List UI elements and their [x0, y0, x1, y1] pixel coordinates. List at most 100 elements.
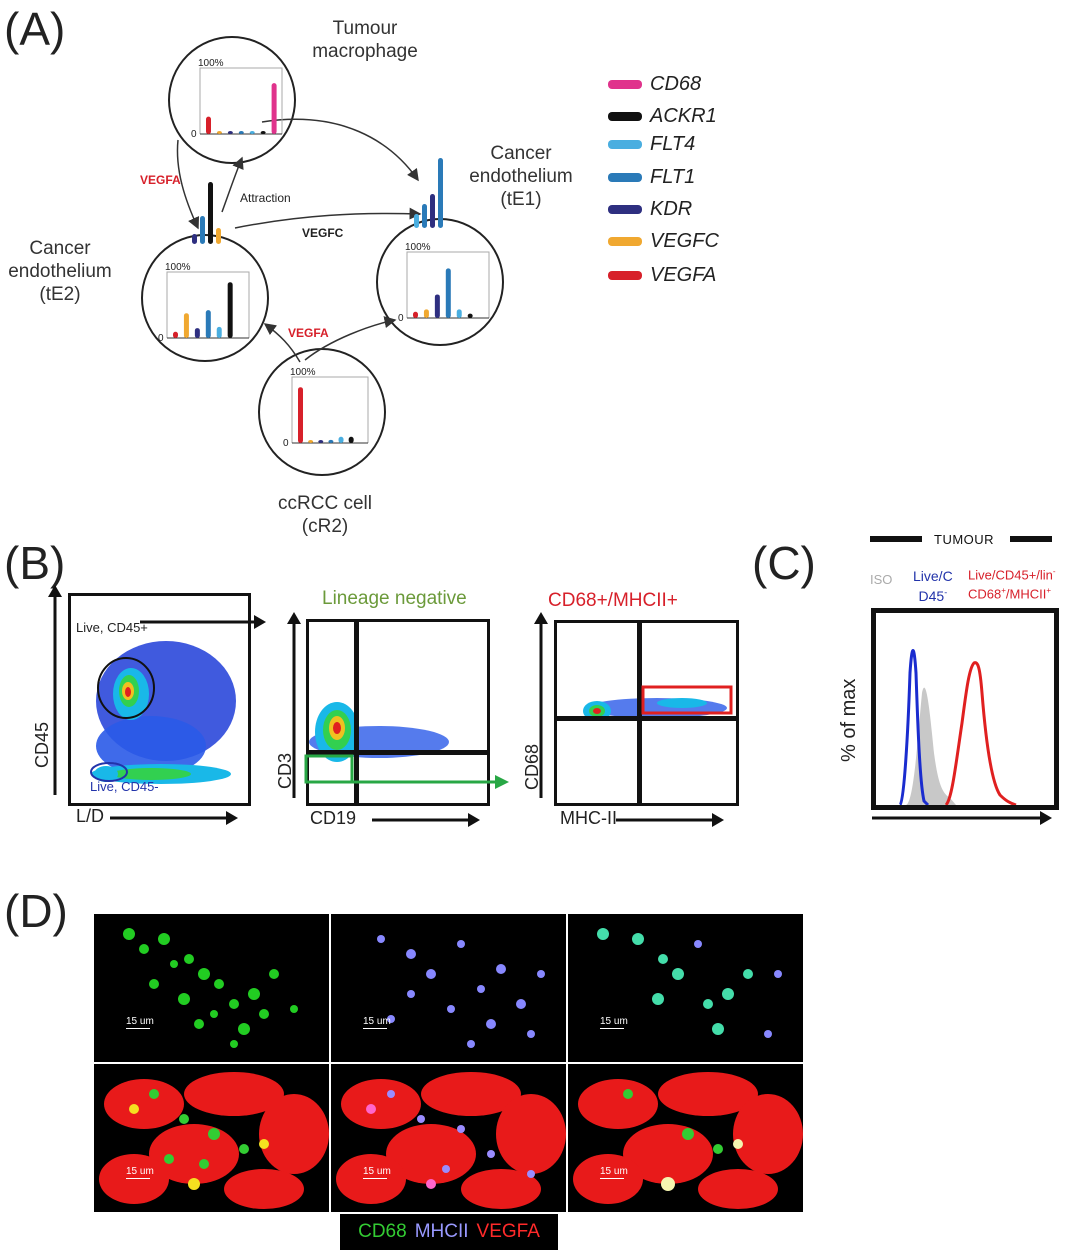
green-gate-arrow [304, 754, 509, 789]
scale-label: 15 um [600, 1166, 628, 1177]
mini-bar-ackr1 [227, 282, 233, 338]
mini-bar-flt4 [338, 436, 344, 443]
x-axis-arrow-mhcii [616, 813, 724, 827]
mini-bar-vegfa [206, 116, 211, 134]
scale-label: 15 um [126, 1016, 154, 1027]
mini-bar-flt4 [249, 131, 255, 134]
mini-bar-kdr [434, 294, 440, 318]
legend-swatch [608, 79, 642, 89]
micrograph-cd68-vegfa: 15 um [94, 1064, 329, 1212]
mini-bar-vegfc [183, 313, 189, 338]
header-bar-right [1010, 536, 1052, 542]
flow-plot-cd3 [306, 619, 490, 806]
micrograph-cd68: 15 um [94, 914, 329, 1062]
crcc-label: ccRCC cell (cR2) [278, 493, 372, 537]
mini-bar-flt1 [205, 310, 211, 338]
macrophage-label: Tumour macrophage [312, 18, 418, 62]
legend-item-vegfc: VEGFC [608, 229, 719, 253]
channel-mhcii: MHCII [414, 1221, 469, 1242]
mini-chart-0-label: 0 [283, 438, 289, 449]
ylabel-cd68: CD68 [522, 743, 542, 790]
histogram-frame [871, 608, 1059, 810]
receptor-bar-flt1 [438, 158, 443, 228]
legend-swatch [608, 204, 642, 214]
micrograph-mhcii: 15 um [331, 914, 566, 1062]
mini-bar-flt4 [456, 309, 462, 318]
micrograph-merge-top: 15 um [568, 914, 803, 1062]
gate-live-cd45-neg [90, 762, 128, 782]
header-bar-left [870, 536, 922, 542]
micrograph-merge-top-cells [597, 928, 782, 1038]
flow-plot-cd68-density [557, 623, 736, 803]
red-population-label: Live/CD45+/lin- CD68+/MHCII+ [968, 567, 1056, 602]
flow-plot-cd45-density [90, 641, 236, 784]
vegfa-arrow-label-bottom: VEGFA [288, 326, 329, 340]
mini-chart-0-label: 0 [398, 313, 404, 324]
micrograph-cd68-vegfa-cells [99, 1072, 329, 1209]
x-axis-arrow-ld [110, 811, 238, 825]
y-axis-arrow-cd3 [287, 612, 301, 798]
panel-a-letter: (A) [4, 3, 66, 55]
legend-swatch [608, 236, 642, 246]
x-axis-arrow-cd19 [372, 813, 480, 827]
te2-label: Cancer endothelium (tE2) [8, 238, 112, 305]
mini-bar-cd68 [271, 83, 277, 134]
attraction-arrow-label: Attraction [240, 191, 291, 205]
legend-item-ackr1: ACKR1 [608, 104, 717, 128]
iso-label: ISO [870, 572, 893, 587]
mini-bar-vegfc [308, 440, 314, 443]
legend-item-cd68: CD68 [608, 72, 701, 96]
ylabel-cd3: CD3 [275, 752, 295, 789]
receptor-bar-flt4 [414, 214, 419, 228]
panel-a-network: 100%0 100%0 100%0 100%0 [141, 36, 504, 476]
channel-vegfa: VEGFA [476, 1221, 540, 1242]
histogram-header: TUMOUR [934, 532, 995, 547]
histogram-plot [898, 649, 1017, 807]
scale-label: 15 um [600, 1016, 628, 1027]
gate-cd68-mhcii [641, 685, 733, 715]
mini-bar-ackr1 [260, 131, 266, 134]
legend-item-flt4: FLT4 [608, 132, 695, 156]
flow-plot-cd68 [554, 620, 739, 806]
micrograph-merge-bottom-cells [573, 1072, 803, 1209]
flow-plot-cd3-density [309, 622, 487, 803]
mini-chart-100-label: 100% [198, 58, 224, 69]
legend-swatch [608, 111, 642, 121]
macrophage-node [168, 36, 296, 164]
blue-population-label: Live/C D45- [913, 568, 953, 605]
panel-b-letter: (B) [4, 537, 66, 589]
legend-swatch [608, 270, 642, 280]
mini-chart-frame [166, 271, 250, 338]
arrow-crcc-to-te1 [304, 316, 397, 361]
mini-bar-flt1 [238, 131, 244, 134]
scale-label: 15 um [363, 1016, 391, 1027]
mini-chart-100-label: 100% [405, 242, 431, 253]
receptor-bar-kdr [430, 194, 435, 228]
mini-chart-frame [291, 376, 369, 443]
scale-bar [600, 1028, 624, 1029]
gate-label-cd45-pos: Live, CD45+ [76, 620, 148, 635]
receptor-bar-ackr1 [208, 182, 213, 244]
mini-bar-vegfa [173, 331, 178, 338]
plot2-title: Lineage negative [322, 588, 467, 609]
scale-label: 15 um [126, 1166, 154, 1177]
legend-item-kdr: KDR [608, 197, 692, 221]
ylabel-percent-max: % of max [838, 678, 860, 762]
mini-chart-0-label: 0 [158, 333, 164, 344]
arrow-mac-to-te1 [261, 118, 419, 182]
receptor-bar-vegfc [216, 228, 221, 244]
panel-d-letter: (D) [4, 885, 68, 937]
scale-bar [600, 1178, 624, 1179]
mini-chart-100-label: 100% [165, 262, 191, 273]
flow-plot-cd45 [68, 593, 251, 806]
legend-swatch [608, 139, 642, 149]
panel-c-letter: (C) [752, 537, 816, 589]
red-histogram [944, 661, 1017, 807]
channel-legend: CD68 MHCII VEGFA [340, 1214, 558, 1250]
xlabel-mhcii: MHC-II [560, 808, 617, 828]
mini-bar-ackr1 [348, 436, 354, 443]
mini-bar-flt1 [445, 268, 451, 318]
blue-histogram [898, 649, 930, 807]
micrograph-mhcii-vegfa-cells [336, 1072, 566, 1209]
mini-chart-frame [406, 251, 490, 318]
